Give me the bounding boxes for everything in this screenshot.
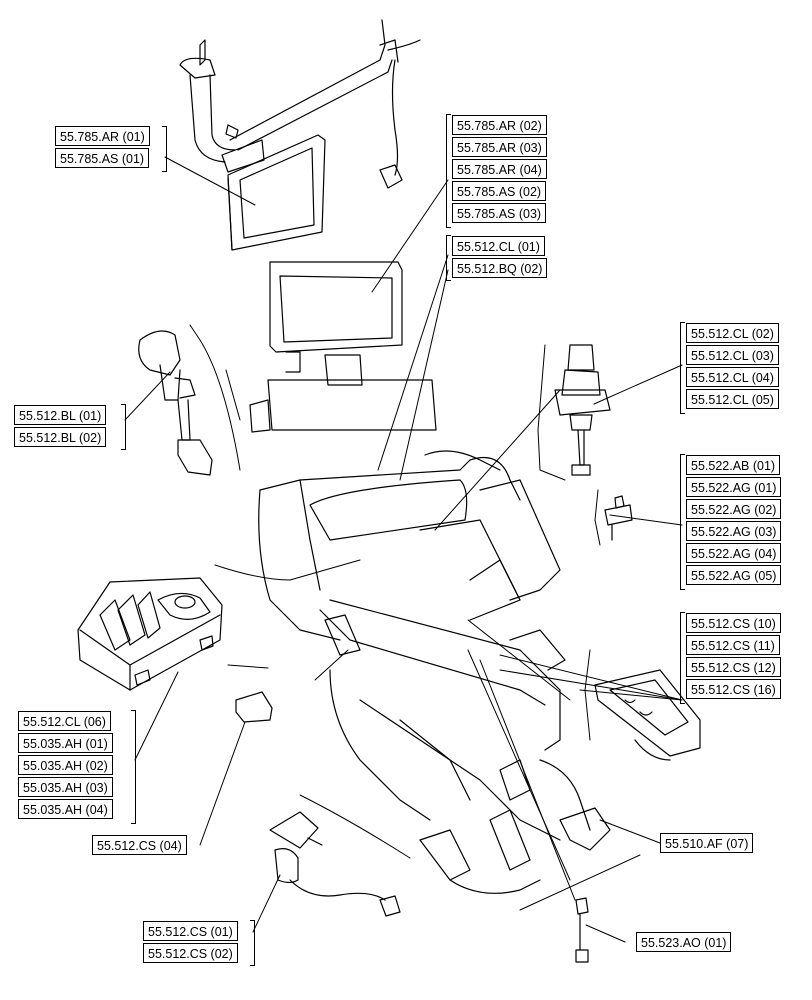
callout-block-1[interactable]: 55.512.CL (06) — [18, 711, 111, 731]
callout-monitor-bracket-2[interactable]: 55.785.AS (01) — [55, 148, 150, 168]
sensor-part — [575, 897, 589, 963]
bottom-switch — [269, 811, 401, 917]
callout-joystick-3[interactable]: 55.512.CL (04) — [686, 367, 779, 387]
callout-joystick-1[interactable]: 55.512.CL (02) — [686, 323, 779, 343]
callout-block-4[interactable]: 55.035.AH (03) — [18, 777, 113, 797]
callout-monitor-1[interactable]: 55.785.AR (02) — [452, 115, 547, 135]
monitor-bracket — [179, 19, 421, 189]
callout-bottom-switch-1[interactable]: 55.512.CS (01) — [143, 921, 238, 941]
callout-monitor-2[interactable]: 55.785.AR (03) — [452, 137, 547, 157]
callout-joystick-4[interactable]: 55.512.CL (05) — [686, 389, 779, 409]
callout-switch-6[interactable]: 55.522.AG (05) — [686, 565, 782, 585]
callout-block-2[interactable]: 55.035.AH (01) — [18, 733, 113, 753]
callout-panel-1[interactable]: 55.512.CS (10) — [686, 613, 781, 633]
switch-panel — [594, 669, 701, 761]
callout-switch-2[interactable]: 55.522.AG (01) — [686, 477, 782, 497]
callout-cap[interactable]: 55.512.CS (04) — [92, 835, 187, 855]
callout-switch-4[interactable]: 55.522.AG (03) — [686, 521, 782, 541]
callout-panel-3[interactable]: 55.512.CS (12) — [686, 657, 781, 677]
callout-monitor-bracket-1[interactable]: 55.785.AR (01) — [55, 126, 150, 146]
callout-joystick-2[interactable]: 55.512.CL (03) — [686, 345, 779, 365]
callout-panel-2[interactable]: 55.512.CS (11) — [686, 635, 780, 655]
callout-connector[interactable]: 55.510.AF (07) — [660, 833, 754, 853]
right-switch — [604, 495, 633, 541]
callout-bracket — [446, 235, 451, 281]
callout-bracket — [680, 454, 685, 590]
cap-part — [235, 691, 273, 723]
left-grip — [138, 330, 213, 476]
callout-bracket — [680, 612, 685, 704]
callout-bracket — [250, 920, 255, 966]
display-screen — [269, 261, 403, 386]
callout-switch-1[interactable]: 55.522.AB (01) — [686, 455, 781, 475]
leader-lines — [124, 156, 683, 943]
callout-bracket — [162, 126, 167, 172]
callout-grip-2[interactable]: 55.512.BL (02) — [14, 427, 107, 447]
callout-grip-1[interactable]: 55.512.BL (01) — [14, 405, 107, 425]
callout-block-3[interactable]: 55.035.AH (02) — [18, 755, 113, 775]
callout-bottom-switch-2[interactable]: 55.512.CS (02) — [143, 943, 238, 963]
callout-armrest-2[interactable]: 55.512.BQ (02) — [452, 258, 548, 278]
callout-block-5[interactable]: 55.035.AH (04) — [18, 799, 113, 819]
callout-switch-3[interactable]: 55.522.AG (02) — [686, 499, 782, 519]
callout-bracket — [121, 404, 126, 450]
callout-switch-5[interactable]: 55.522.AG (04) — [686, 543, 782, 563]
callout-bracket — [131, 710, 136, 824]
control-block — [77, 577, 223, 691]
break-marks — [189, 324, 641, 911]
callout-panel-4[interactable]: 55.512.CS (16) — [686, 679, 781, 699]
right-joystick — [554, 344, 611, 476]
small-monitor — [221, 134, 326, 251]
callout-monitor-3[interactable]: 55.785.AR (04) — [452, 159, 547, 179]
callout-monitor-4[interactable]: 55.785.AS (02) — [452, 181, 547, 201]
callout-armrest-1[interactable]: 55.512.CL (01) — [452, 236, 545, 256]
armrest-console — [249, 379, 611, 894]
callout-monitor-5[interactable]: 55.785.AS (03) — [452, 203, 547, 223]
callout-sensor[interactable]: 55.523.AO (01) — [636, 932, 732, 952]
callout-bracket — [446, 114, 451, 228]
callout-bracket — [680, 322, 685, 414]
